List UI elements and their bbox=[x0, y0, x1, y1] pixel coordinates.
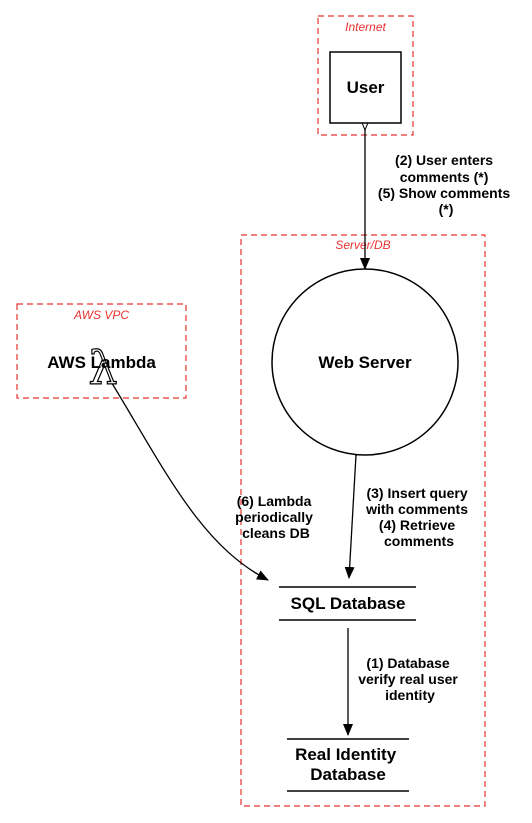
boundary-aws-vpc: AWS VPC bbox=[16, 303, 187, 399]
flow-label-sql-database-identity: (1) Database verify real user identity bbox=[358, 655, 462, 703]
flow-label-web-server-sql-database-line-4: comments bbox=[384, 533, 454, 549]
aws-lambda-node[interactable]: λ AWS Lambda bbox=[47, 340, 156, 395]
flow-label-lambda-sql-database-line-2: periodically bbox=[235, 509, 313, 525]
real-identity-database-label-line-1: Real Identity bbox=[295, 745, 397, 764]
flow-label-web-server-sql-database-line-2: with comments bbox=[365, 501, 468, 517]
flow-label-sql-database-identity-line-1: (1) Database bbox=[366, 655, 449, 671]
flow-label-web-server-sql-database-line-1: (3) Insert query bbox=[366, 485, 467, 501]
user-label: User bbox=[347, 78, 385, 97]
boundary-internet-label: Internet bbox=[345, 20, 386, 34]
flow-label-web-server-sql-database-line-3: (4) Retrieve bbox=[379, 517, 455, 533]
flow-label-user-web-server-line-4: (*) bbox=[439, 201, 454, 217]
real-identity-database-label: Real Identity Database bbox=[295, 745, 401, 784]
aws-lambda-label: AWS Lambda bbox=[47, 353, 156, 372]
boundary-aws-vpc-label: AWS VPC bbox=[73, 308, 129, 322]
flow-label-user-web-server-line-1: (2) User enters bbox=[395, 152, 493, 168]
flow-label-user-web-server-line-2: comments (*) bbox=[400, 169, 489, 185]
sql-database-label: SQL Database bbox=[291, 594, 406, 613]
web-server-label: Web Server bbox=[318, 353, 412, 372]
edge-lambda-sql-database[interactable] bbox=[109, 379, 269, 581]
flow-label-lambda-sql-database-line-1: (6) Lambda bbox=[237, 493, 312, 509]
edge-web-server-sql-database[interactable] bbox=[349, 455, 356, 578]
flow-label-lambda-sql-database-line-3: cleans DB bbox=[242, 525, 310, 541]
flow-label-user-web-server: (2) User enters comments (*) (5) Show co… bbox=[378, 152, 514, 217]
web-server-node[interactable]: Web Server bbox=[271, 268, 459, 456]
real-identity-database-label-line-2: Database bbox=[310, 765, 386, 784]
user-node[interactable]: User bbox=[329, 51, 402, 124]
flow-label-user-web-server-line-3: (5) Show comments bbox=[378, 185, 510, 201]
flow-label-sql-database-identity-line-3: identity bbox=[385, 687, 435, 703]
boundary-server-db-label: Server/DB bbox=[335, 238, 390, 252]
aws-lambda-icon: λ bbox=[88, 341, 117, 395]
sql-database-node[interactable]: SQL Database bbox=[279, 586, 416, 621]
real-identity-database-node[interactable]: Real Identity Database bbox=[287, 738, 409, 792]
flow-label-lambda-sql-database: (6) Lambda periodically cleans DB bbox=[235, 493, 317, 541]
flow-label-web-server-sql-database: (3) Insert query with comments (4) Retri… bbox=[365, 485, 472, 549]
flow-label-sql-database-identity-line-2: verify real user bbox=[358, 671, 458, 687]
